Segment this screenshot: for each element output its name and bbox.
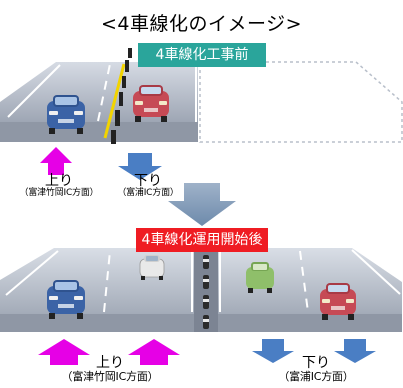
up-destination: （富津竹岡IC方面） xyxy=(19,187,99,198)
down-destination: （富浦IC方面） xyxy=(278,369,354,383)
down-label: 下り xyxy=(302,355,330,371)
down-arrow-icon xyxy=(252,339,294,363)
median-bollard xyxy=(203,295,209,309)
center-poles-before xyxy=(111,48,132,144)
transition-arrow-icon xyxy=(168,183,236,226)
median-bollard xyxy=(203,255,209,269)
after-operation-badge: 4車線化運用開始後 xyxy=(136,228,268,252)
down-arrow-icon xyxy=(118,153,162,180)
up-label: 上り xyxy=(96,355,124,371)
up-direction-label-after: 上り （富津竹岡IC方面） xyxy=(30,356,190,382)
up-arrow-icon xyxy=(128,339,180,365)
before-construction-badge: 4車線化工事前 xyxy=(138,43,266,67)
road-after xyxy=(0,248,402,332)
median-bollard xyxy=(203,315,209,329)
up-arrow-icon xyxy=(38,339,90,365)
down-label: 下り xyxy=(134,173,162,189)
up-destination: （富津竹岡IC方面） xyxy=(61,369,159,383)
planned-lanes-outline xyxy=(199,61,403,143)
up-label: 上り xyxy=(45,173,73,189)
up-arrow-icon xyxy=(40,147,72,175)
diagram-title: <4車線化のイメージ> xyxy=(100,13,303,35)
down-direction-label-before: 下り （富浦IC方面） xyxy=(106,174,190,198)
median-bollard xyxy=(203,275,209,289)
down-direction-label-after: 下り （富浦IC方面） xyxy=(256,356,376,382)
down-destination: （富浦IC方面） xyxy=(117,187,179,198)
road-before xyxy=(0,48,403,144)
down-arrow-icon xyxy=(334,339,376,363)
up-direction-label-before: 上り （富津竹岡IC方面） xyxy=(4,174,114,198)
